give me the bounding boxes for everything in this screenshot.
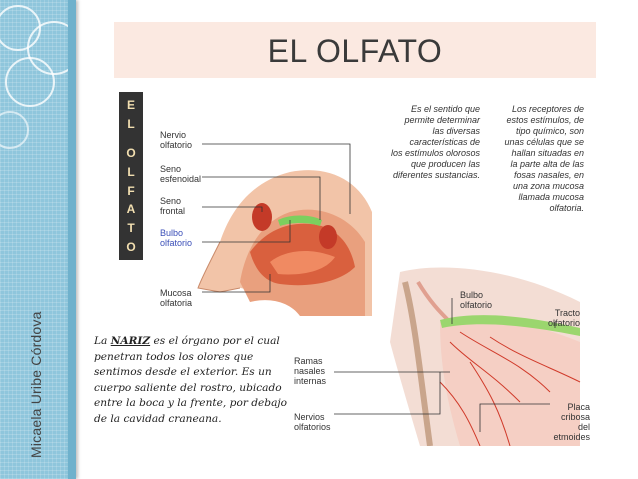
nariz-description: La NARIZ es el órgano por el cual penetr… [94, 334, 290, 427]
label-seno-frontal: Seno frontal [160, 196, 186, 216]
strip-letter: L [127, 164, 135, 179]
label-nervio-olfatorio: Nervio olfatorio [160, 130, 193, 150]
band-edge [68, 0, 76, 479]
label-bulbo-olfatorio: Bulbo olfatorio [160, 228, 193, 248]
label-seno-esfenoidal: Seno esfenoidal [160, 164, 202, 184]
olfactory-detail-diagram: Bulbo olfatorio Tracto olfatorio Ramas n… [290, 262, 590, 447]
nose-cross-section-diagram: Nervio olfatorio Seno esfenoidal Seno fr… [150, 92, 376, 316]
head-illustration [197, 143, 372, 316]
decorative-circles [0, 5, 74, 149]
body-keyword: NARIZ [110, 335, 151, 347]
label-bulbo-olfatorio-2: Bulbo olfatorio [460, 290, 493, 310]
strip-letter: E [126, 98, 135, 113]
body-rest: es el órgano por el cual penetran todos … [94, 335, 288, 425]
slide-title: EL OLFATO [267, 33, 443, 69]
strip-letter: L [127, 116, 135, 131]
description-sense: Es el sentido que permite determinar las… [390, 104, 480, 180]
label-nervios-olfatorios: Nervios olfatorios [294, 412, 331, 432]
vertical-title-strip: E L O L F A T O [119, 92, 143, 260]
strip-letter: O [126, 146, 136, 161]
label-tracto-olfatorio: Tracto olfatorio [548, 308, 581, 328]
body-prefix: La [94, 335, 111, 347]
author-name: Micaela Uribe Córdova [28, 311, 44, 458]
strip-letter: F [127, 183, 135, 198]
description-receptors: Los receptores de estos estímulos, de ti… [504, 104, 584, 213]
label-mucosa-olfatoria: Mucosa olfatoria [160, 288, 193, 308]
strip-letter: O [126, 239, 136, 254]
label-ramas-nasales: Ramas nasales internas [294, 356, 327, 386]
decorative-side-band [0, 0, 74, 479]
label-placa-cribosa: Placa cribosa del etmoides [553, 402, 590, 442]
nasal-detail-illustration [334, 267, 581, 447]
strip-letter: T [127, 220, 135, 235]
strip-letter: A [126, 202, 136, 217]
title-bar: EL OLFATO [114, 22, 596, 78]
